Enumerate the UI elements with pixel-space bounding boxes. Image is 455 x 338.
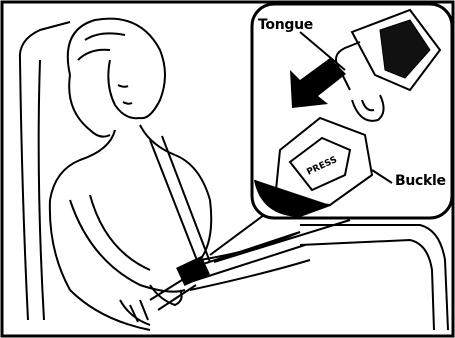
buckle-label: Buckle	[395, 173, 446, 189]
tongue-label: Tongue	[258, 17, 313, 33]
